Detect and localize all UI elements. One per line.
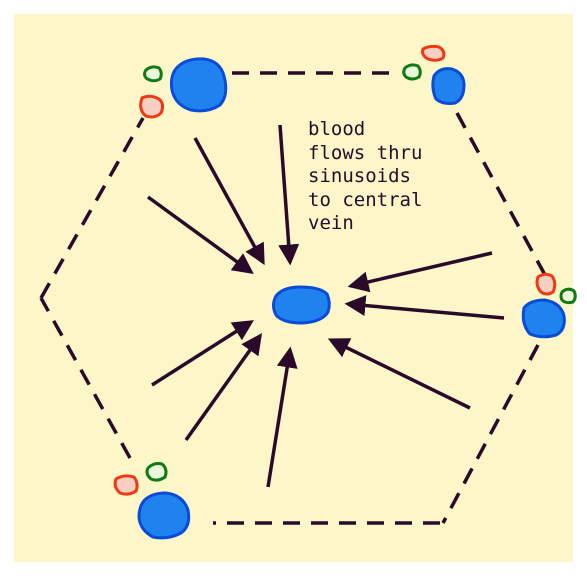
caption-line-1: blood bbox=[308, 118, 366, 140]
flow-arrow-icon bbox=[193, 137, 265, 266]
boundary-edge-bottom-left bbox=[39, 297, 132, 459]
flow-arrow-icon bbox=[184, 333, 263, 442]
caption-line-2: flows thru bbox=[308, 141, 423, 164]
flow-arrow-icon bbox=[146, 195, 254, 275]
hepatic-artery-icon bbox=[139, 94, 165, 119]
bile-duct-icon bbox=[402, 63, 422, 81]
portal-vein-icon bbox=[137, 491, 191, 540]
portal-vein-icon bbox=[169, 57, 228, 113]
flow-arrow-icon bbox=[151, 320, 254, 387]
hepatic-artery-icon bbox=[535, 272, 557, 296]
caption-line-5: vein bbox=[308, 212, 354, 234]
flow-arrow-icon bbox=[347, 251, 493, 293]
portal-vein-icon bbox=[431, 67, 466, 105]
bile-duct-icon bbox=[143, 65, 163, 83]
lobule-boundary bbox=[39, 71, 547, 525]
hepatic-artery-icon bbox=[421, 44, 446, 62]
boundary-edge-bottom-right bbox=[441, 344, 540, 524]
bile-duct-icon bbox=[559, 287, 577, 305]
flow-arrow-icon bbox=[266, 346, 298, 488]
flow-arrow-icon bbox=[278, 124, 300, 266]
bile-duct-icon bbox=[145, 462, 168, 482]
hepatic-artery-icon bbox=[113, 474, 139, 496]
caption-line-4: to central bbox=[308, 188, 423, 211]
flow-arrow-icon bbox=[344, 295, 505, 320]
central-vein-icon bbox=[272, 285, 331, 325]
flow-arrows bbox=[146, 124, 505, 488]
flow-arrow-icon bbox=[327, 338, 471, 410]
boundary-edge-top-left bbox=[39, 117, 145, 299]
caption-line-3: sinusoids bbox=[308, 165, 411, 187]
portal-vein-icon bbox=[521, 298, 566, 339]
flow-caption: blood flows thru sinusoids to central ve… bbox=[308, 118, 422, 236]
portal-triads bbox=[113, 44, 577, 540]
boundary-edge-top-right bbox=[455, 112, 547, 276]
